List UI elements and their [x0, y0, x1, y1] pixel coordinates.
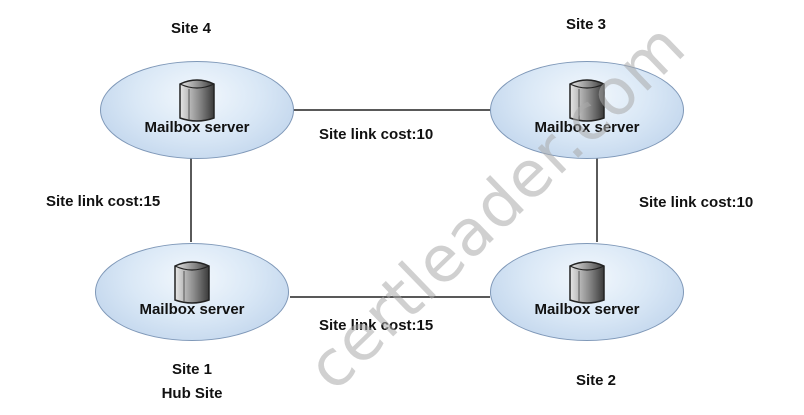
link-cost-site3-site2: Site link cost:10 [639, 194, 754, 211]
link-cost-site1-site2: Site link cost:15 [319, 317, 434, 334]
site3-server-label: Mailbox server [534, 119, 640, 136]
link-cost-site4-site3: Site link cost:10 [319, 126, 434, 143]
site2-ellipse: Mailbox server [490, 243, 684, 341]
site2-server-label: Mailbox server [534, 301, 640, 318]
server-tower-icon [174, 261, 210, 304]
site2-name: Site 2 [575, 372, 617, 389]
site1-name: Site 1 [171, 361, 213, 378]
site4-server-label: Mailbox server [144, 119, 250, 136]
site1-subtitle: Hub Site [161, 385, 223, 402]
server-tower-icon [179, 79, 215, 122]
link-cost-site4-site1: Site link cost:15 [46, 193, 161, 210]
site1-server-label: Mailbox server [139, 301, 245, 318]
site3-name: Site 3 [566, 16, 607, 33]
server-tower-icon [569, 261, 605, 304]
server-tower-icon [569, 79, 605, 122]
site1-ellipse: Mailbox server [95, 243, 289, 341]
site4-ellipse: Mailbox server [100, 61, 294, 159]
site3-ellipse: Mailbox server [490, 61, 684, 159]
site4-name: Site 4 [171, 20, 212, 37]
